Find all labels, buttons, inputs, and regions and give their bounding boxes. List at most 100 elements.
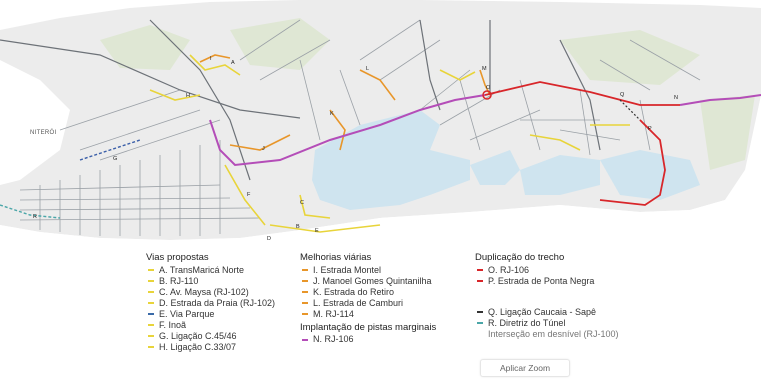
legend-swatch bbox=[477, 311, 483, 313]
legend-swatch bbox=[477, 322, 483, 324]
route-letters: A B C D E F G H I J K L M N O P Q R bbox=[33, 56, 678, 242]
route-label-o: O bbox=[486, 85, 491, 91]
route-p-ponta-negra bbox=[599, 119, 666, 206]
main-roads bbox=[0, 19, 601, 181]
legend-label: F. Inoã bbox=[159, 319, 187, 330]
apply-zoom-button[interactable]: Aplicar Zoom bbox=[480, 359, 570, 377]
legend-item: I. Estrada Montel bbox=[300, 265, 436, 276]
legend-label: G. Ligação C.45/46 bbox=[159, 330, 237, 341]
legend-swatch bbox=[148, 335, 154, 337]
route-e-via-parque bbox=[79, 139, 141, 161]
legend-item: H. Ligação C.33/07 bbox=[146, 342, 275, 353]
map-view[interactable]: NITERÓI A B C D E F G H I J K L M N O P … bbox=[0, 0, 761, 250]
route-label-d: D bbox=[267, 236, 271, 242]
legend-item: M. RJ-114 bbox=[300, 309, 436, 320]
legend-item: R. Diretriz do Túnel bbox=[475, 318, 619, 329]
park-area bbox=[700, 95, 755, 170]
legend-label: I. Estrada Montel bbox=[313, 264, 382, 275]
route-o-rj106 bbox=[484, 81, 680, 106]
legend-label: K. Estrada do Retiro bbox=[313, 286, 395, 297]
legend-item: L. Estrada de Camburi bbox=[300, 298, 436, 309]
legend-duplication: Duplicação do trecho O. RJ-106 P. Estrad… bbox=[475, 253, 619, 340]
route-label-p: P bbox=[648, 126, 652, 132]
route-q-caucaia-sape bbox=[619, 99, 641, 121]
legend-swatch bbox=[302, 302, 308, 304]
legend-item: K. Estrada do Retiro bbox=[300, 287, 436, 298]
legend-swatch bbox=[302, 291, 308, 293]
legend-label: Interseção em desnível (RJ-100) bbox=[488, 328, 619, 339]
legend-label: R. Diretriz do Túnel bbox=[488, 317, 566, 328]
route-label-e: E bbox=[315, 228, 319, 234]
legend-item: O. RJ-106 bbox=[475, 265, 619, 276]
yellow-routes bbox=[149, 54, 630, 233]
park-area bbox=[100, 25, 190, 70]
water-body bbox=[0, 60, 70, 185]
route-label-k: K bbox=[330, 111, 334, 117]
legend-swatch bbox=[302, 338, 308, 341]
legend-swatch bbox=[148, 280, 154, 282]
legend-label: A. TransMaricá Norte bbox=[159, 264, 245, 275]
legend-swatch bbox=[302, 313, 308, 315]
legend-item: A. TransMaricá Norte bbox=[146, 265, 275, 276]
map-canvas[interactable]: NITERÓI A B C D E F G H I J K L M N O P … bbox=[0, 0, 761, 250]
legend-swatch bbox=[148, 302, 154, 304]
route-label-j: J bbox=[262, 146, 265, 152]
legend-swatch bbox=[477, 280, 483, 282]
route-label-n: N bbox=[674, 95, 678, 101]
legend-label: B. RJ-110 bbox=[159, 275, 199, 286]
lagoon bbox=[520, 155, 600, 195]
legend-swatch bbox=[477, 269, 483, 271]
legend-item: C. Av. Maysa (RJ-102) bbox=[146, 287, 275, 298]
legend-title: Melhorias viárias bbox=[300, 252, 372, 263]
route-label-a: A bbox=[231, 60, 235, 66]
legend-label: H. Ligação C.33/07 bbox=[159, 341, 237, 352]
lagoon bbox=[600, 150, 700, 200]
park-area bbox=[560, 30, 700, 85]
legend-item: G. Ligação C.45/46 bbox=[146, 331, 275, 342]
legend-title: Vias propostas bbox=[146, 252, 209, 263]
park-area bbox=[230, 18, 330, 70]
route-label-i: I bbox=[210, 56, 212, 62]
legend-label: P. Estrada de Ponta Negra bbox=[488, 275, 595, 286]
legend-swatch bbox=[148, 291, 154, 293]
legend-label: Q. Ligação Caucaia - Sapê bbox=[488, 306, 597, 317]
city-label: NITERÓI bbox=[30, 129, 56, 136]
road-network bbox=[19, 19, 701, 236]
route-label-h: H bbox=[186, 93, 190, 99]
lagoon bbox=[470, 150, 520, 185]
route-n-east bbox=[679, 94, 761, 106]
legend-item: J. Manoel Gomes Quintanilha bbox=[300, 276, 436, 287]
legend-item: F. Inoã bbox=[146, 320, 275, 331]
legend-item: Interseção em desnível (RJ-100) bbox=[475, 329, 619, 340]
route-label-f: F bbox=[247, 192, 251, 198]
legend-item: B. RJ-110 bbox=[146, 276, 275, 287]
route-label-q: Q bbox=[620, 92, 625, 98]
intersection-marker bbox=[482, 90, 492, 100]
legend-swatch bbox=[302, 269, 308, 271]
legend-label: N. RJ-106 bbox=[313, 334, 354, 344]
route-label-c: C bbox=[300, 200, 304, 206]
route-label-r: R bbox=[33, 214, 37, 220]
route-n-rj106 bbox=[209, 94, 486, 167]
lagoon bbox=[312, 110, 470, 210]
route-r-tunel bbox=[0, 204, 61, 219]
legend-label: E. Via Parque bbox=[159, 308, 215, 319]
legend-label: O. RJ-106 bbox=[488, 264, 530, 275]
legend-subtitle: Implantação de pistas marginais bbox=[300, 321, 437, 333]
legend-label: J. Manoel Gomes Quintanilha bbox=[313, 275, 432, 286]
legend-swatch bbox=[148, 346, 154, 348]
legend-swatch bbox=[477, 333, 483, 335]
legend-label: C. Av. Maysa (RJ-102) bbox=[159, 286, 249, 297]
sea bbox=[0, 150, 761, 250]
legend-road-improvements: Melhorias viárias I. Estrada Montel J. M… bbox=[300, 253, 436, 345]
route-label-m: M bbox=[482, 66, 487, 72]
legend-title: Duplicação do trecho bbox=[475, 252, 565, 263]
route-label-l: L bbox=[366, 66, 369, 72]
legend-label: L. Estrada de Camburi bbox=[313, 297, 404, 308]
legend-item: P. Estrada de Ponta Negra bbox=[475, 276, 619, 287]
legend-label: M. RJ-114 bbox=[313, 308, 354, 319]
legend-item: D. Estrada da Praia (RJ-102) bbox=[146, 298, 275, 309]
legend-label: D. Estrada da Praia (RJ-102) bbox=[159, 297, 276, 308]
legend-swatch bbox=[148, 269, 154, 271]
legend-swatch bbox=[148, 313, 154, 315]
